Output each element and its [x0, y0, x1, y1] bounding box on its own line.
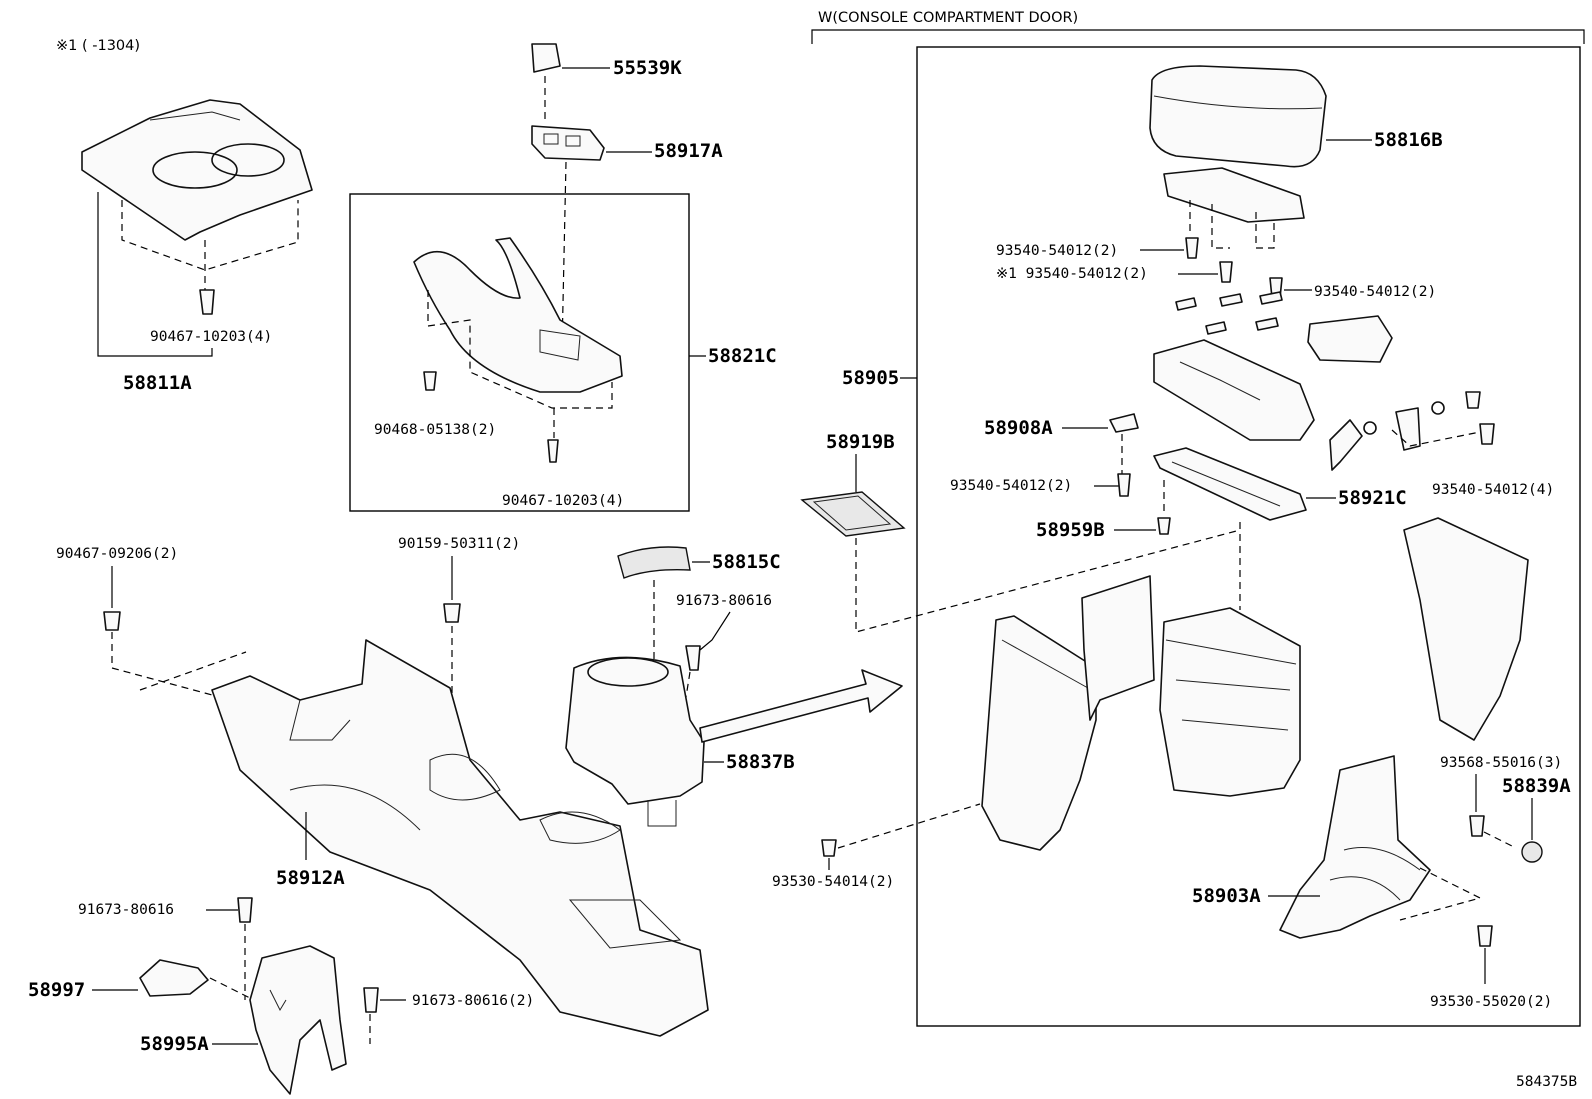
label-58919b: 58919B: [826, 431, 895, 453]
hinge-bracket: [1329, 391, 1495, 471]
label-90159-50311: 90159-50311(2): [398, 536, 520, 552]
cap-58839a: [1521, 841, 1543, 863]
screw-91673-c-icon: [363, 987, 379, 1013]
switch-base-guide: [561, 161, 567, 351]
leader-91673-80616-a: [699, 611, 731, 651]
pad-58919b: [800, 491, 906, 537]
hinge-bracket-guide: [1391, 429, 1481, 447]
screw-93530-54014-guide: [837, 803, 981, 849]
screw-93568-icon: [1469, 815, 1485, 837]
label-93530-54014: 93530-54014(2): [772, 874, 894, 890]
cup-holder-cover-58811a: [81, 99, 313, 241]
latch-mechanism: [1153, 339, 1315, 441]
label-58839a: 58839A: [1502, 775, 1571, 797]
latch-clips: [1175, 291, 1283, 335]
label-58908a: 58908A: [984, 417, 1053, 439]
label-58905: 58905: [842, 367, 899, 389]
label-93540-54012-b: ※1 93540-54012(2): [996, 266, 1148, 282]
tray-58921c: [1153, 447, 1307, 521]
console-front-guide: [139, 651, 247, 691]
screw-93568-guide: [1483, 831, 1517, 849]
console-compartment-frame: [916, 46, 1581, 1027]
label-91673-80616-c: 91673-80616(2): [412, 993, 534, 1009]
screw-93540-a-icon: [1185, 237, 1199, 259]
switch-55539k: [531, 43, 610, 73]
armrest-lid-58816b: [1149, 65, 1327, 168]
figure-id: 584375B: [1516, 1074, 1577, 1090]
clip-90467-icon: [199, 289, 215, 315]
rear-panel-guide: [1399, 867, 1482, 921]
label-90467-10203-b: 90467-10203(4): [502, 493, 624, 509]
mat-58815c: [617, 546, 691, 579]
direction-arrow-icon: [699, 669, 903, 743]
label-58997: 58997: [28, 979, 85, 1001]
label-91673-80616-a: 91673-80616: [676, 593, 772, 609]
left-side-panel: [981, 615, 1097, 851]
label-90468-05138: 90468-05138(2): [374, 422, 496, 438]
label-58811a: 58811A: [123, 372, 192, 394]
clip-90467-b-icon: [547, 439, 559, 463]
label-58821c: 58821C: [708, 345, 777, 367]
bolt-90159-icon: [443, 603, 461, 623]
rear-panel-58903a: [1279, 755, 1431, 939]
bracket-58997-guide: [209, 977, 251, 999]
label-58917a: 58917A: [654, 140, 723, 162]
shift-bezel-58821c: [413, 237, 623, 393]
label-58815c: 58815C: [712, 551, 781, 573]
screw-93540-b-icon: [1219, 261, 1233, 283]
label-93530-55020: 93530-55020(2): [1430, 994, 1552, 1010]
cup-holder-guide: [121, 200, 299, 271]
label-58903a: 58903A: [1192, 885, 1261, 907]
pad-58919b-guide: [855, 529, 1241, 633]
label-93540-54012-d: 93540-54012(2): [950, 478, 1072, 494]
latch-box: [1307, 315, 1393, 363]
cover-58908a: [1109, 413, 1139, 433]
section-bracket: [811, 29, 1585, 44]
label-58921c: 58921C: [1338, 487, 1407, 509]
label-93540-54012-e: 93540-54012(4): [1432, 482, 1554, 498]
rear-cup-holder-58837b: [565, 656, 705, 827]
clip-90468-icon: [423, 371, 437, 391]
label-58816b: 58816B: [1374, 129, 1443, 151]
label-55539k: 55539K: [613, 57, 682, 79]
period-note: ※1 ( -1304): [56, 38, 140, 54]
screw-93540-d-icon: [1117, 473, 1131, 497]
center-console-58912a: [211, 639, 709, 1037]
screw-91673-a-icon: [685, 645, 701, 671]
clip-90467-09206-icon: [103, 611, 121, 631]
right-side-panel: [1403, 517, 1529, 741]
label-93568-55016: 93568-55016(3): [1440, 755, 1562, 771]
screw-93530-55020-icon: [1477, 925, 1493, 947]
label-93540-54012-c: 93540-54012(2): [1314, 284, 1436, 300]
inner-side-panel: [1081, 575, 1155, 721]
hinge-guide-b: [1211, 204, 1230, 249]
label-58837b: 58837B: [726, 751, 795, 773]
shift-bezel-group-frame: [349, 193, 690, 512]
screw-93530-54014-icon: [821, 839, 837, 857]
hinge-plate: [1163, 167, 1305, 223]
leader-58811a: [97, 192, 213, 357]
bracket-58995a: [249, 945, 347, 1095]
label-58959b: 58959B: [1036, 519, 1105, 541]
clip-58959b-icon: [1157, 517, 1171, 535]
label-93540-54012-a: 93540-54012(2): [996, 243, 1118, 259]
bracket-58997: [139, 959, 209, 997]
label-58912a: 58912A: [276, 867, 345, 889]
label-90467-09206: 90467-09206(2): [56, 546, 178, 562]
storage-box: [1159, 607, 1301, 797]
hinge-guide-c: [1255, 212, 1275, 249]
section-note: W(CONSOLE COMPARTMENT DOOR): [818, 10, 1078, 26]
label-58995a: 58995A: [140, 1033, 209, 1055]
screw-91673-b-icon: [237, 897, 253, 923]
label-91673-80616-b: 91673-80616: [78, 902, 174, 918]
shift-bezel-guide: [427, 290, 613, 409]
label-90467-10203-a: 90467-10203(4): [150, 329, 272, 345]
switch-base-58917a: [531, 125, 652, 161]
